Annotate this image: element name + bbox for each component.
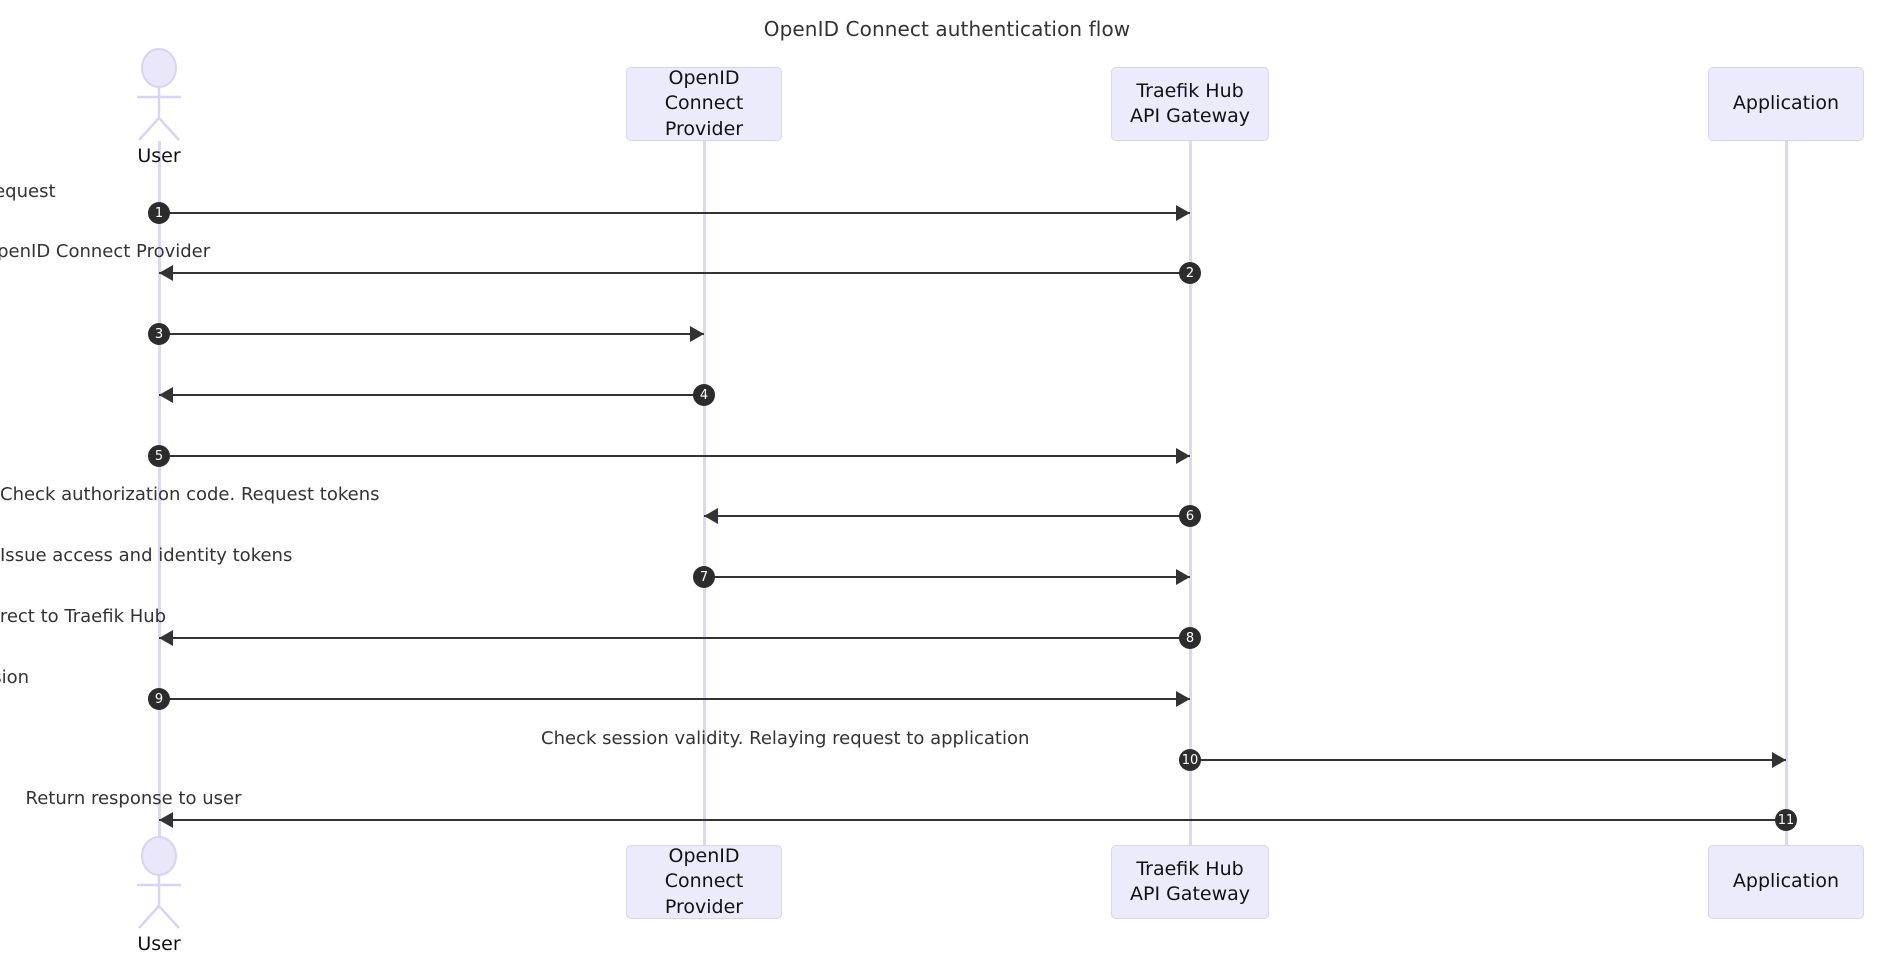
participant-label-application: Application — [1732, 92, 1840, 115]
message-arrowhead-9 — [1176, 691, 1190, 707]
participant-box-application-bottom[interactable]: Application — [1708, 845, 1864, 919]
sequence-badge-2: 2 — [1179, 262, 1201, 284]
sequence-badge-9: 9 — [148, 688, 170, 710]
lifeline-oidc — [703, 141, 706, 845]
sequence-badge-1: 1 — [148, 202, 170, 224]
message-line-1 — [159, 212, 1190, 214]
message-arrowhead-7 — [1176, 569, 1190, 585]
message-arrowhead-6 — [704, 508, 718, 524]
sequence-badge-7: 7 — [693, 566, 715, 588]
lifeline-user — [158, 141, 161, 845]
participant-label-oidc: OpenID Connect Provider — [664, 67, 744, 140]
message-line-9 — [159, 698, 1190, 700]
message-arrowhead-4 — [159, 387, 173, 403]
message-line-5 — [159, 455, 1190, 457]
message-label-1: User sends unauthenticated request — [0, 181, 56, 202]
actor-user-top — [121, 48, 197, 144]
message-line-11 — [159, 819, 1786, 821]
message-line-7 — [704, 576, 1190, 578]
sequence-badge-8: 8 — [1179, 627, 1201, 649]
participant-box-oidc-bottom[interactable]: OpenID Connect Provider — [626, 845, 782, 919]
message-line-2 — [159, 272, 1190, 274]
message-line-4 — [159, 394, 704, 396]
actor-label-user-top: User — [137, 145, 181, 167]
participant-box-oidc-top[interactable]: OpenID Connect Provider — [626, 67, 782, 141]
message-arrowhead-11 — [159, 812, 173, 828]
message-arrowhead-8 — [159, 630, 173, 646]
participant-label-traefik: Traefik Hub API Gateway — [1129, 857, 1251, 905]
message-line-10 — [1190, 759, 1786, 761]
message-arrowhead-10 — [1772, 752, 1786, 768]
page-title: OpenID Connect authentication flow — [763, 17, 1131, 41]
participant-box-application-top[interactable]: Application — [1708, 67, 1864, 141]
participant-label-traefik: Traefik Hub API Gateway — [1129, 79, 1251, 127]
message-label-2: Request denied. Redirect to OpenID Conne… — [0, 241, 211, 262]
participant-label-application: Application — [1732, 870, 1840, 893]
message-line-6 — [704, 515, 1190, 517]
participant-box-traefik-bottom[interactable]: Traefik Hub API Gateway — [1111, 845, 1269, 919]
message-label-7: Issue access and identity tokens — [0, 545, 293, 566]
message-line-3 — [159, 333, 704, 335]
message-label-6: Check authorization code. Request tokens — [0, 484, 380, 505]
message-arrowhead-5 — [1176, 448, 1190, 464]
participant-box-traefik-top[interactable]: Traefik Hub API Gateway — [1111, 67, 1269, 141]
message-label-11: Return response to user — [25, 788, 242, 809]
message-label-10: Check session validity. Relaying request… — [541, 728, 1030, 749]
actor-label-user-bottom: User — [137, 933, 181, 955]
message-label-8: Set session using tokens. Redirect to Tr… — [0, 606, 167, 627]
lifeline-traefik — [1189, 141, 1192, 845]
message-arrowhead-3 — [690, 326, 704, 342]
sequence-badge-4: 4 — [693, 384, 715, 406]
sequence-badge-3: 3 — [148, 323, 170, 345]
lifeline-application — [1785, 141, 1788, 845]
message-label-9: Re-send request with this session — [0, 667, 30, 688]
sequence-badge-10: 10 — [1179, 749, 1201, 771]
message-line-8 — [159, 637, 1190, 639]
message-arrowhead-2 — [159, 265, 173, 281]
message-label-3: Login to OpenID Connect Provider — [0, 302, 1379, 323]
participant-label-oidc: OpenID Connect Provider — [664, 845, 744, 918]
sequence-badge-6: 6 — [1179, 505, 1201, 527]
sequence-badge-5: 5 — [148, 445, 170, 467]
actor-user-bottom — [121, 836, 197, 932]
sequence-badge-11: 11 — [1775, 809, 1797, 831]
message-arrowhead-1 — [1176, 205, 1190, 221]
message-label-4: Issue authorization code. Redirect to Tr… — [0, 363, 1379, 384]
message-label-5: Send authorization code — [0, 424, 1622, 445]
